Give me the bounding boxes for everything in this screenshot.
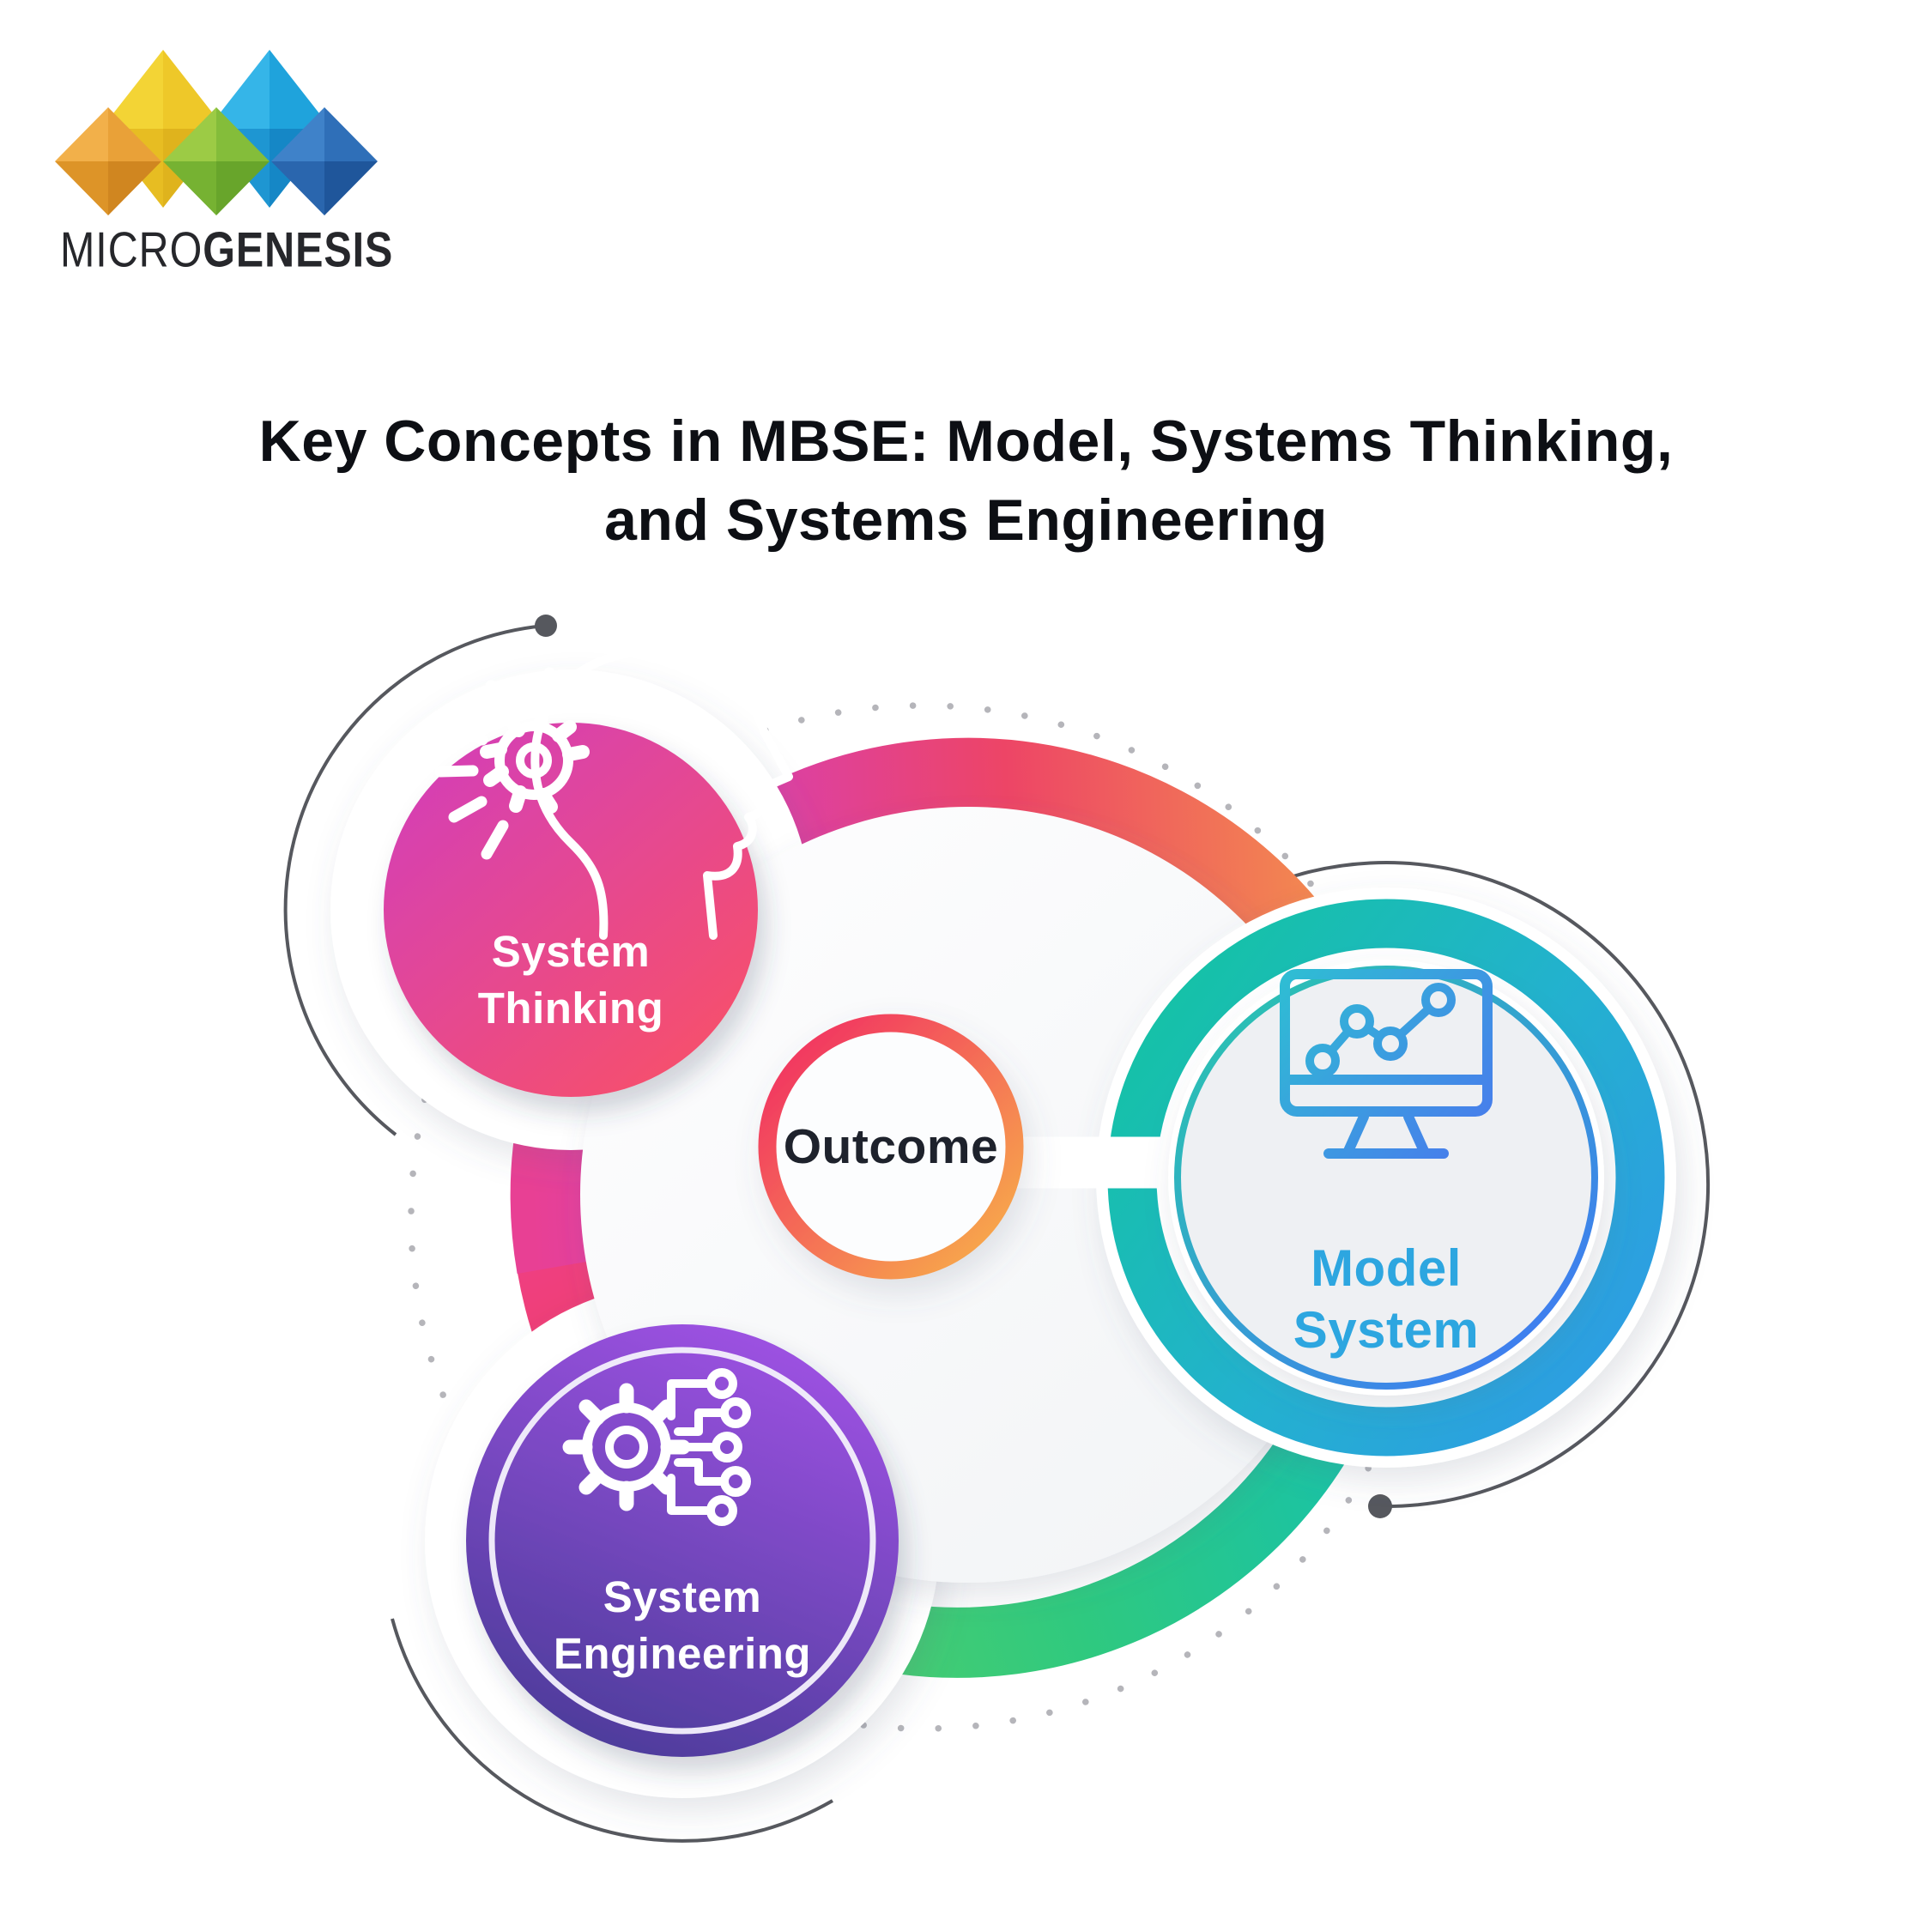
outcome-label: Outcome bbox=[719, 1118, 1063, 1175]
model-system-label: Model System bbox=[1172, 1238, 1601, 1361]
arc-around-system-engineering bbox=[391, 1618, 833, 1843]
logo-diamond-green bbox=[163, 107, 270, 215]
arc-dot-right bbox=[1368, 1494, 1392, 1518]
logo-text-micro: MICRO bbox=[60, 222, 203, 277]
system-thinking-label: System Thinking bbox=[356, 924, 785, 1037]
node-model-system bbox=[946, 887, 1676, 1468]
system-engineering-circle bbox=[466, 1324, 899, 1757]
head-gear-icon bbox=[434, 647, 793, 940]
system-thinking-label-line1: System bbox=[491, 927, 651, 976]
logo-diamond-orange bbox=[55, 107, 161, 215]
system-engineering-label-line2: Engineering bbox=[553, 1629, 812, 1678]
outcome-circle bbox=[758, 1014, 1024, 1280]
node-system-engineering bbox=[466, 1324, 899, 1757]
model-system-label-line1: Model bbox=[1311, 1239, 1462, 1297]
arc-around-system-thinking bbox=[283, 624, 547, 1136]
logo-text-genesis: GENESIS bbox=[203, 222, 394, 277]
page-title: Key Concepts in MBSE: Model, Systems Thi… bbox=[0, 402, 1932, 560]
monitor-chart-icon bbox=[1280, 969, 1493, 1159]
system-engineering-label: System Engineering bbox=[468, 1569, 897, 1682]
system-thinking-label-line2: Thinking bbox=[477, 984, 664, 1033]
system-engineering-inset-ring bbox=[488, 1347, 876, 1735]
logo-diamond-darkblue bbox=[271, 107, 378, 215]
gear-circuit-icon bbox=[562, 1368, 751, 1526]
page-title-line1: Key Concepts in MBSE: Model, Systems Thi… bbox=[258, 409, 1674, 474]
logo-wordmark: MICROGENESIS bbox=[60, 221, 393, 278]
logo-mark bbox=[55, 50, 378, 215]
page-title-line2: and Systems Engineering bbox=[604, 488, 1328, 553]
system-thinking-circle bbox=[384, 723, 758, 1097]
arc-dot-top bbox=[535, 615, 557, 637]
outcome-label-text: Outcome bbox=[783, 1119, 999, 1174]
node-system-thinking bbox=[384, 647, 793, 1097]
model-system-label-line2: System bbox=[1293, 1301, 1480, 1359]
system-engineering-label-line1: System bbox=[603, 1572, 762, 1621]
